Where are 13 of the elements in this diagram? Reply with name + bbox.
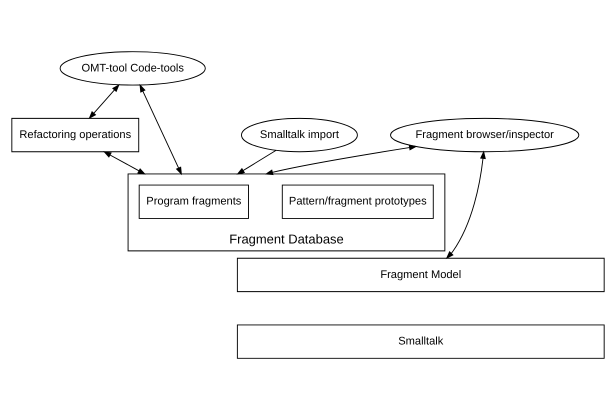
node-box: Pattern/fragment prototypes: [282, 184, 434, 218]
arrow: [103, 150, 146, 174]
node-box: Fragment Model: [236, 257, 605, 292]
node-box: Program fragments: [138, 184, 249, 218]
node-box: Refactoring operations: [11, 117, 140, 152]
arrow: [88, 83, 120, 119]
node-ellipse: Smalltalk import: [241, 117, 358, 152]
node-ellipse: OMT-tool Code-tools: [60, 50, 206, 86]
node-box: Smalltalk: [236, 324, 605, 358]
arrow: [446, 150, 486, 259]
arrow: [236, 149, 276, 174]
arrow: [264, 144, 418, 175]
arrow: [139, 83, 182, 175]
